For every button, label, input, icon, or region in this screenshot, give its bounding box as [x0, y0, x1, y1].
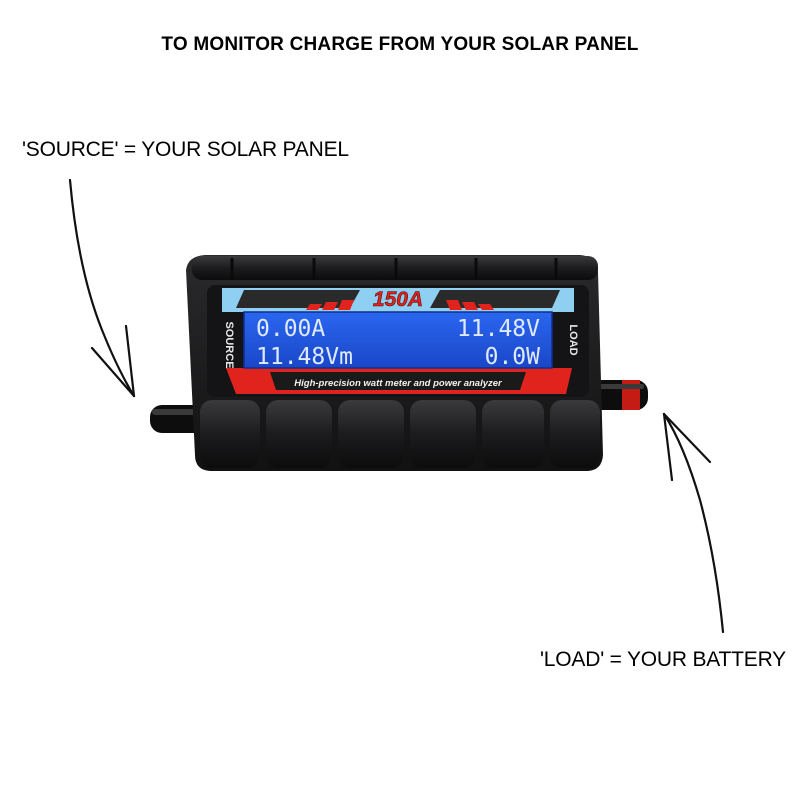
source-side-label: SOURCE	[223, 321, 235, 368]
lcd-voltage: 11.48V	[457, 316, 540, 342]
page-title: TO MONITOR CHARGE FROM YOUR SOLAR PANEL	[161, 34, 639, 55]
load-side-label: LOAD	[567, 324, 579, 355]
lcd-min-voltage: 11.48Vm	[256, 344, 353, 370]
load-cable	[590, 380, 648, 410]
meter-tagline: High-precision watt meter and power anal…	[294, 378, 503, 389]
source-arrow	[68, 178, 136, 398]
rating-badge: 150A	[373, 288, 423, 311]
load-annotation: 'LOAD' = YOUR BATTERY	[540, 648, 786, 671]
lcd-screen: 0.00A 11.48V 11.48Vm 0.0W	[243, 311, 553, 370]
lcd-power: 0.0W	[485, 344, 541, 370]
lcd-current: 0.00A	[256, 316, 325, 342]
source-annotation: 'SOURCE' = YOUR SOLAR PANEL	[22, 138, 349, 161]
load-arrow	[662, 412, 725, 634]
